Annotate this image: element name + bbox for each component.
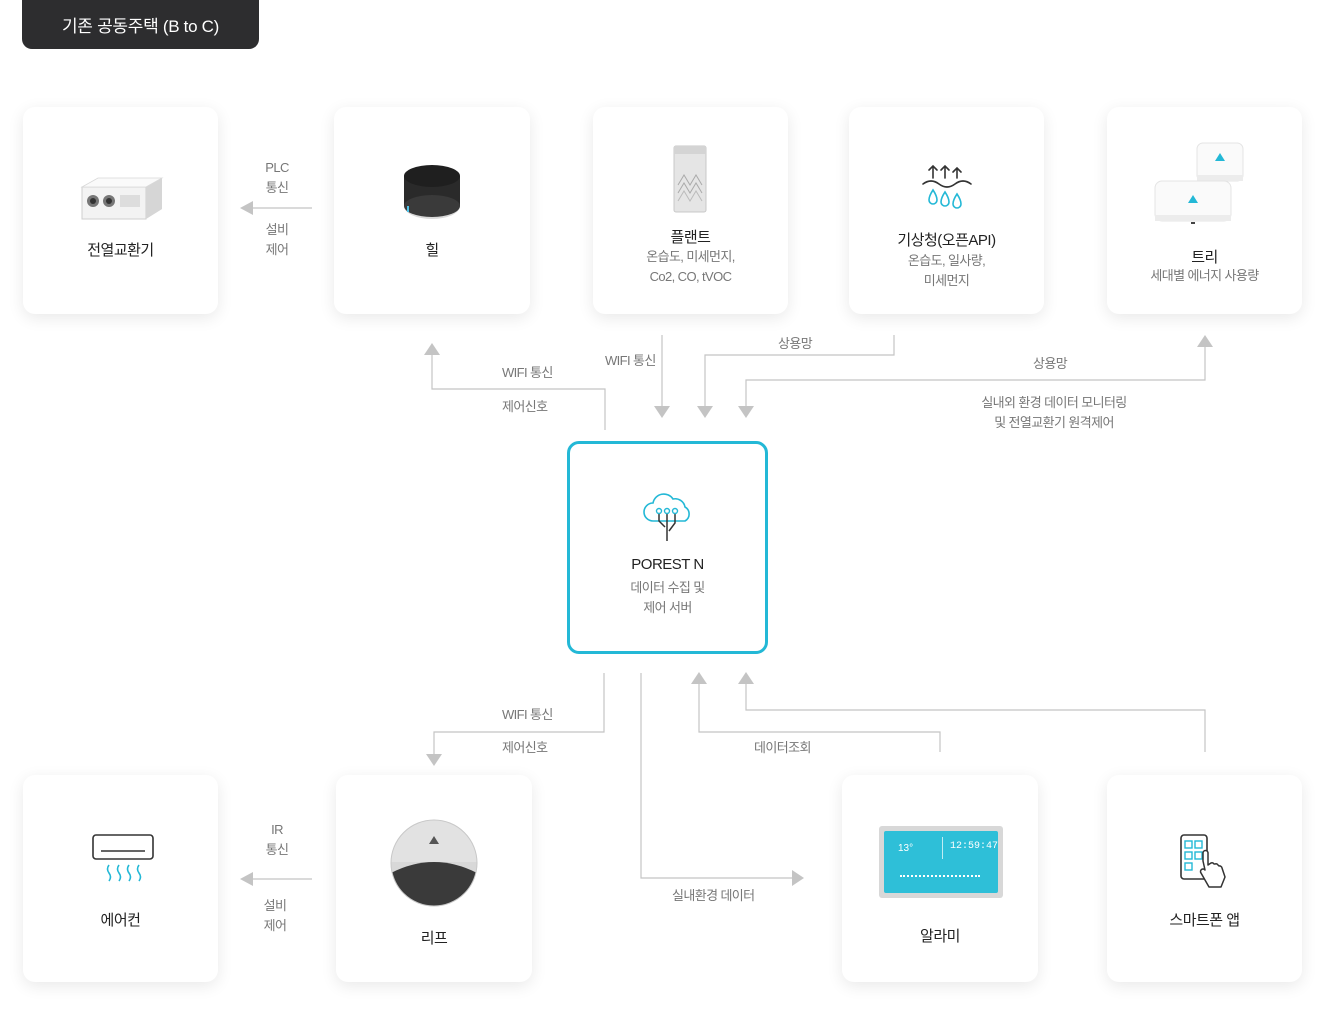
weather-title: 기상청(오픈API)	[897, 232, 996, 249]
line-weather-server	[704, 335, 895, 406]
label-commercial-weather: 상용망	[778, 336, 813, 351]
alami-temp: 13°	[898, 843, 914, 854]
aircon-title: 에어컨	[100, 912, 141, 929]
card-alami[interactable]: 13° 12:59:47 알라미	[842, 775, 1038, 982]
arrow-up-heal	[424, 343, 440, 355]
air-conditioner-icon	[92, 834, 154, 882]
alami-title: 알라미	[920, 928, 960, 945]
arrow-up-alami	[691, 672, 707, 684]
heal-title: 힐	[425, 242, 439, 259]
leaf-device-icon	[390, 819, 478, 907]
tree-title: 트리	[1191, 249, 1218, 266]
label-signal-bottom: 제어신호	[502, 740, 548, 755]
cloud-network-icon	[643, 493, 690, 541]
smartphone-title: 스마트폰 앱	[1169, 912, 1240, 929]
server-sub2: 제어 서버	[643, 600, 692, 615]
arrow-right-alami	[792, 870, 804, 886]
section-badge: 기존 공동주택 (B to C)	[22, 0, 259, 49]
card-plant[interactable]: 플랜트 온습도, 미세먼지, Co2, CO, tVOC	[593, 107, 788, 314]
smartphone-touch-icon	[1180, 834, 1226, 888]
arrow-down-leaf	[426, 754, 442, 766]
porest-server-card[interactable]: POREST N 데이터 수집 및 제어 서버	[567, 441, 768, 654]
line-tree-server	[745, 347, 1206, 406]
arrow-down-weather	[697, 406, 713, 418]
line-alami-server	[698, 684, 941, 752]
card-weather[interactable]: 기상청(오픈API) 온습도, 일사량, 미세먼지	[849, 107, 1044, 314]
server-title: POREST N	[631, 556, 704, 573]
label-wifi-bottom: WIFI 통신	[502, 707, 553, 722]
line-server-heal	[431, 355, 606, 430]
arrow-down-plant	[654, 406, 670, 418]
alami-panel-icon: 13° 12:59:47	[879, 826, 1003, 898]
server-sub1: 데이터 수집 및	[630, 580, 705, 595]
line-phone-server	[745, 684, 1206, 752]
card-smartphone[interactable]: 스마트폰 앱	[1107, 775, 1302, 982]
weather-sub2: 미세먼지	[923, 273, 970, 288]
label-wifi-top: WIFI 통신	[502, 365, 553, 380]
card-leaf[interactable]: 리프	[336, 775, 532, 982]
label-indoor-data: 실내환경 데이터	[672, 888, 755, 903]
tree-sub1: 세대별 에너지 사용량	[1150, 268, 1259, 283]
arrow-down-tree	[738, 406, 754, 418]
plant-sub1: 온습도, 미세먼지,	[646, 249, 735, 264]
card-heal[interactable]: 힐	[334, 107, 530, 314]
erv-unit-icon	[80, 177, 164, 220]
label-commercial-tree: 상용망	[1033, 356, 1068, 371]
label-wifi-plant: WIFI 통신	[605, 353, 656, 368]
alami-time: 12:59:47	[950, 841, 999, 852]
arrow-up-tree	[1197, 335, 1213, 347]
tree-meter-icon	[1154, 142, 1244, 224]
plant-sensor-icon	[673, 145, 707, 213]
plant-sub2: Co2, CO, tVOC	[649, 269, 732, 284]
card-erv[interactable]: 전열교환기	[23, 107, 218, 314]
erv-title: 전열교환기	[87, 242, 154, 259]
arrow-left-erv	[240, 201, 253, 215]
card-tree[interactable]: 트리 세대별 에너지 사용량	[1107, 107, 1302, 314]
heal-hub-icon	[404, 165, 460, 219]
leaf-title: 리프	[420, 930, 448, 947]
label-signal-top: 제어신호	[502, 399, 548, 414]
line-server-alami	[640, 673, 792, 879]
arrow-up-phone	[738, 672, 754, 684]
card-aircon[interactable]: 에어컨	[23, 775, 218, 982]
plant-title: 플랜트	[670, 229, 711, 246]
weather-sub1: 온습도, 일사량,	[907, 253, 986, 268]
arrow-left-aircon	[240, 872, 253, 886]
weather-rain-icon	[922, 164, 972, 209]
label-data-query: 데이터조회	[754, 740, 811, 755]
line-server-leaf	[433, 673, 605, 754]
